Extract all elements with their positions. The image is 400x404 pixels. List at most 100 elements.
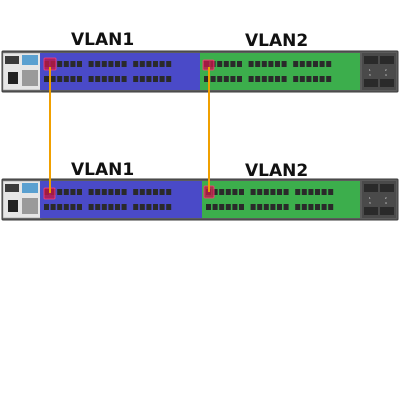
- switch-top-uplink-label-2: 2: [385, 68, 387, 72]
- switch-top-vlan1-port-6: [77, 61, 82, 67]
- switch-bottom-vlan2-port-34: [315, 204, 320, 210]
- switch-top-vlan2-port-15: [306, 61, 312, 67]
- switch-top-vlan1-port-20: [50, 76, 56, 82]
- switch-top-vlan2-port-6: [237, 61, 242, 67]
- switch-top-vlan1-port-11: [115, 61, 120, 67]
- switch-top-vlan2-port-25: [248, 76, 254, 82]
- switch-bottom-uplink-label-3: 3: [369, 201, 371, 205]
- switch-bottom-sfp-2: [380, 184, 394, 192]
- switch-bottom-vlan2-port-33: [308, 204, 314, 210]
- switch-bottom-vlan1-port-23: [70, 204, 76, 210]
- switch-top-vlan2-port-8: [255, 61, 261, 67]
- switch-bottom-vlan2-port-8: [257, 189, 263, 195]
- switch-top-vlan2-port-12: [281, 61, 287, 67]
- switch-bottom-vlan2-port-36: [328, 204, 334, 210]
- switch-bottom-vlan2-region: [202, 181, 360, 218]
- switch-bottom-vlan1-port-25: [88, 204, 94, 210]
- switch-bottom-vlan1-port-27: [101, 204, 107, 210]
- switch-top-vlan1-label: VLAN1: [71, 30, 134, 50]
- switch-top-vlan2-port-18: [326, 61, 332, 67]
- switch-bottom-vlan1-port-18: [166, 189, 172, 195]
- switch-bottom-vlan2-port-29: [277, 204, 282, 210]
- switch-top-vlan2-port-20: [210, 76, 216, 82]
- switch-top-sfp-4: [380, 79, 394, 87]
- switch-bottom-vlan2-port-3: [219, 189, 225, 195]
- switch-bottom-uplink-label-2: 2: [385, 196, 387, 200]
- switch-bottom-vlan2-port-24: [239, 204, 244, 210]
- switch-bottom-vlan2-port-5: [232, 189, 238, 195]
- switch-top-vlan2-port-29: [275, 76, 280, 82]
- switch-top-vlan2-port-11: [275, 61, 280, 67]
- switch-top: 1 2 3 4 VLAN1 VLAN2: [1, 30, 399, 93]
- switch-top-vlan2-port-16: [313, 61, 318, 67]
- switch-bottom-vlan2-port-15: [308, 189, 314, 195]
- switch-bottom-vlan2-port-30: [283, 204, 289, 210]
- switch-bottom-vlan1-port-35: [159, 204, 165, 210]
- switch-bottom-vlan2-port-7: [250, 189, 256, 195]
- switch-top-vlan2-port-30: [281, 76, 287, 82]
- switch-bottom-vlan1-port-19: [44, 204, 49, 210]
- switch-bottom: 1 2 3 4 VLAN1 VLAN2: [1, 160, 399, 221]
- switch-bottom-vlan2-port-13: [295, 189, 301, 195]
- switch-bottom-vlan2-port-28: [270, 204, 276, 210]
- switch-bottom-vlan1-port-28: [108, 204, 114, 210]
- switch-top-vlan1-port-9: [101, 61, 107, 67]
- switch-bottom-vlan1-port-10: [108, 189, 114, 195]
- switch-top-vlan1-port-24: [77, 76, 82, 82]
- switch-top-vlan1-port-3: [57, 61, 63, 67]
- switch-top-vlan1-port-5: [70, 61, 76, 67]
- switch-top-sfp-1: [364, 56, 378, 64]
- switch-top-vlan2-port-32: [299, 76, 305, 82]
- switch-top-vlan2-ports: [204, 61, 332, 82]
- switch-top-uplink-label-3: 3: [369, 73, 371, 77]
- switch-top-vlan2-port-36: [326, 76, 332, 82]
- switch-bottom-uplink-label-1: 1: [369, 196, 371, 200]
- switch-bottom-vlan2-port-35: [321, 204, 327, 210]
- switch-top-vlan2-port-23: [230, 76, 236, 82]
- switch-top-vlan1-port-22: [63, 76, 69, 82]
- switch-top-logo-panel: [5, 56, 19, 64]
- switch-top-vlan2-port-7: [248, 61, 254, 67]
- switch-bottom-vlan2-port-31: [295, 204, 301, 210]
- switch-top-vlan1-port-14: [139, 61, 145, 67]
- switch-top-vlan2-region: [200, 53, 360, 90]
- switch-top-vlan2-port-33: [306, 76, 312, 82]
- switch-bottom-vlan1-port-31: [133, 204, 139, 210]
- switch-bottom-vlan2-port-20: [212, 204, 218, 210]
- switch-bottom-vlan1-port-14: [139, 189, 145, 195]
- switch-bottom-vlan1-port-26: [95, 204, 101, 210]
- switch-top-vlan1-port-23: [70, 76, 76, 82]
- switch-bottom-uplink-label-4: 4: [385, 201, 387, 205]
- switch-bottom-vlan1-port-4: [63, 189, 69, 195]
- switch-top-vlan1-port-7: [88, 61, 94, 67]
- switch-bottom-vlan1-port-24: [77, 204, 82, 210]
- switch-top-sfp-3: [364, 79, 378, 87]
- switch-bottom-vlan2-port-14: [301, 189, 307, 195]
- switch-top-vlan1-port-13: [133, 61, 139, 67]
- switch-bottom-vlan2-port-22: [225, 204, 231, 210]
- switch-bottom-vlan1-port-32: [139, 204, 145, 210]
- switch-bottom-vlan1-port-13: [133, 189, 139, 195]
- switch-top-vlan2-port-26: [255, 76, 261, 82]
- switch-top-vlan1-port-10: [108, 61, 114, 67]
- switch-bottom-vlan2-port-12: [283, 189, 289, 195]
- switch-top-vlan2-port-5: [230, 61, 236, 67]
- switch-top-vlan2-port-28: [268, 76, 274, 82]
- switch-bottom-vlan1-port-11: [115, 189, 120, 195]
- switch-top-vlan2-port-10: [268, 61, 274, 67]
- switch-top-vlan1-port-12: [121, 61, 127, 67]
- switch-top-uplink-label-1: 1: [369, 68, 371, 72]
- switch-bottom-vlan2-port-4: [225, 189, 231, 195]
- switch-top-vlan1-port-31: [133, 76, 139, 82]
- switch-bottom-logo-panel: [5, 184, 19, 192]
- switch-top-vlan2-label: VLAN2: [245, 31, 308, 51]
- switch-top-vlan1-port-28: [108, 76, 114, 82]
- switch-bottom-vlan1-port-15: [146, 189, 152, 195]
- switch-top-sfp-2: [380, 56, 394, 64]
- switch-top-vlan1-port-32: [139, 76, 145, 82]
- switch-top-vlan2-port-35: [319, 76, 325, 82]
- switch-top-vlan1-port-34: [153, 76, 158, 82]
- switch-top-vlan2-port-9: [261, 61, 267, 67]
- switch-bottom-vlan2-port-27: [263, 204, 269, 210]
